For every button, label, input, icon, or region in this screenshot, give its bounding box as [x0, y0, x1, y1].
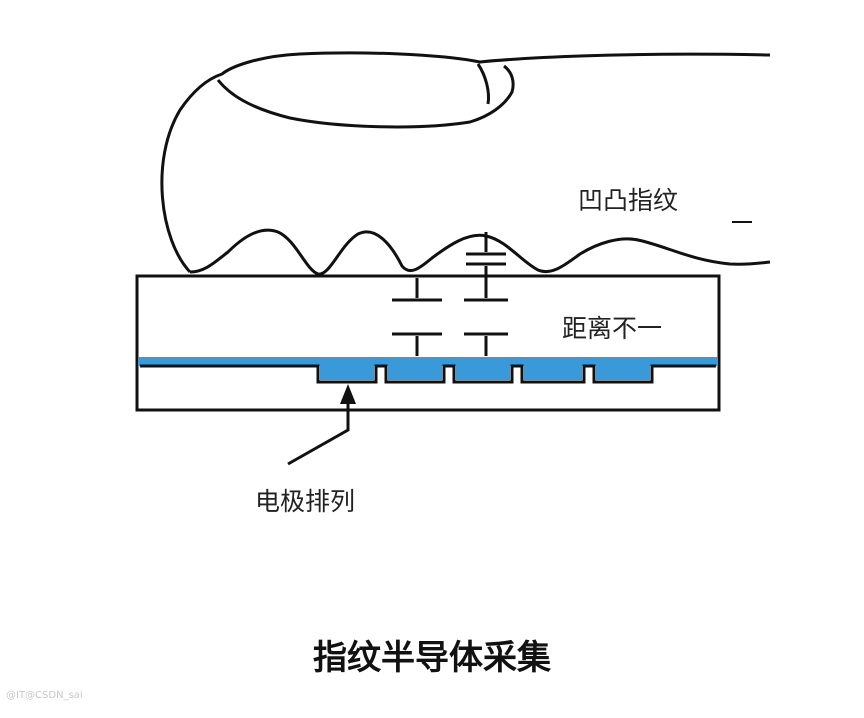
fingerprint-ridges-label: 凹凸指纹: [578, 186, 679, 215]
electrode-4: [524, 365, 582, 380]
fingernail: [216, 64, 515, 129]
electrode-array-outline: [140, 364, 716, 384]
electrode-array-label: 电极排列: [255, 487, 356, 516]
electrode-1: [320, 365, 374, 380]
electrode-2: [388, 365, 442, 380]
finger-outline: [160, 51, 771, 274]
capacitor-symbol-left: [392, 278, 442, 356]
electrode-array: [140, 364, 716, 384]
electrode-3: [456, 365, 510, 380]
watermark: @IT@CSDN_sai: [6, 690, 83, 701]
fingernail-tip: [476, 63, 490, 105]
sensor-dielectric-layer: [135, 274, 721, 412]
capacitor-symbol-right: [464, 232, 508, 356]
electrode-5: [596, 365, 650, 380]
electrode-pointer-arrow: [287, 384, 356, 466]
distance-varies-label: 距离不一: [562, 314, 663, 343]
electrode-layer-bar: [138, 357, 718, 366]
diagram-caption: 指纹半导体采集: [313, 638, 551, 678]
fingerprint-ridge-line: [189, 228, 771, 276]
